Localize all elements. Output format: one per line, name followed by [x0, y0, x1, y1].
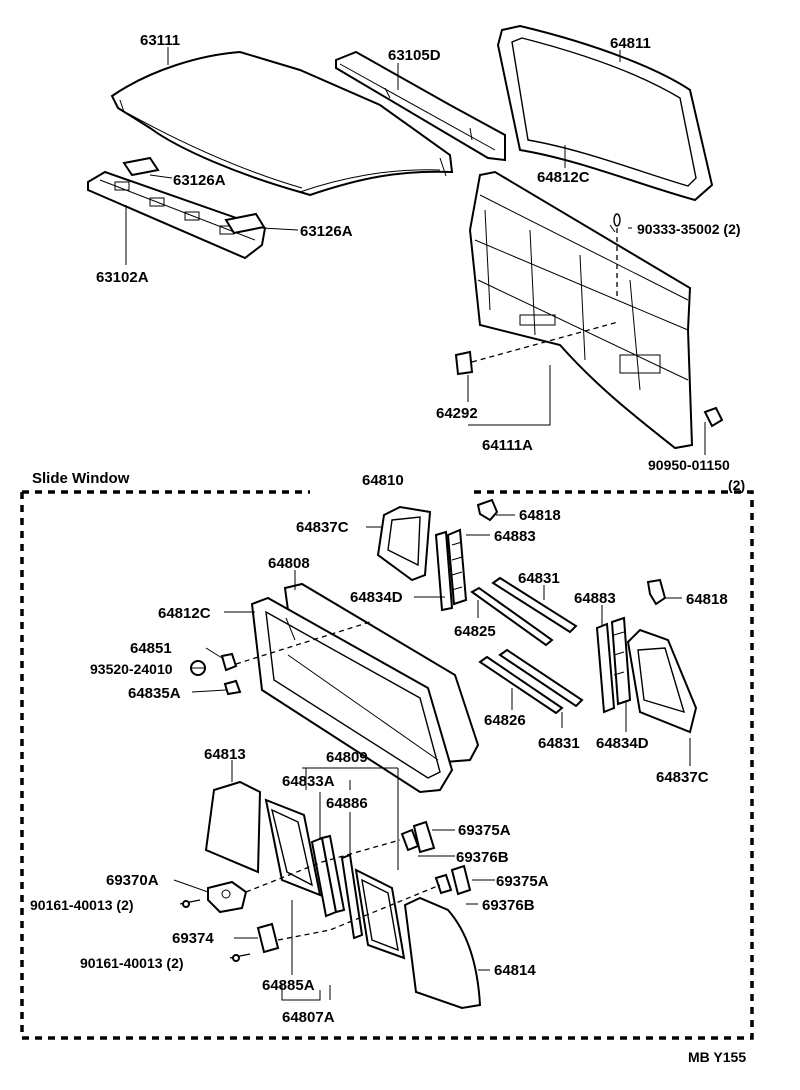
label-64831-upper: 64831 — [518, 570, 560, 587]
label-64851: 64851 — [130, 640, 172, 657]
locator-64851 — [235, 621, 371, 665]
window-frame-drawing — [250, 582, 480, 794]
latch-parts-left-drawing — [190, 652, 242, 696]
label-64883-top: 64883 — [494, 528, 536, 545]
label-69375a-upper: 69375A — [458, 822, 511, 839]
handle-pair-1-drawing — [400, 820, 436, 854]
glass-64813-drawing — [204, 780, 262, 874]
locator-latch — [245, 839, 401, 893]
label-64808: 64808 — [268, 555, 310, 572]
label-64818-top: 64818 — [519, 507, 561, 524]
label-63126a-lower: 63126A — [300, 223, 353, 240]
label-93520: 93520-24010 — [90, 661, 173, 677]
label-64833a: 64833A — [282, 773, 335, 790]
label-64811: 64811 — [610, 35, 651, 52]
small-pane-right-drawing — [626, 628, 698, 734]
label-63111: 63111 — [140, 32, 180, 49]
label-64814: 64814 — [494, 962, 536, 979]
label-69374: 69374 — [172, 930, 214, 947]
label-63126a-upper: 63126A — [173, 172, 226, 189]
label-90161-upper: 90161-40013 (2) — [30, 897, 134, 913]
label-64111a: 64111A — [482, 437, 533, 454]
roof-panel-drawing — [110, 50, 454, 197]
channel-strips-right-drawing — [595, 616, 632, 714]
channel-strips-top-drawing — [434, 528, 468, 612]
label-64818-right: 64818 — [686, 591, 728, 608]
section-title: Slide Window — [32, 470, 130, 487]
strip-64886-drawing — [340, 853, 364, 940]
label-64835a: 64835A — [128, 685, 181, 702]
label-64834d-top: 64834D — [350, 589, 403, 606]
leader-lines — [125, 47, 706, 1001]
label-64834d-right: 64834D — [596, 735, 649, 752]
label-69376b-lower: 69376B — [482, 897, 535, 914]
label-64809: 64809 — [326, 749, 368, 766]
footer-code: MB Y155 — [688, 1049, 746, 1065]
label-64292: 64292 — [436, 405, 478, 422]
handle-pair-2-drawing — [434, 864, 472, 896]
rails-upper-drawing — [470, 576, 578, 647]
label-64837c-top: 64837C — [296, 519, 349, 536]
pane-64885a-drawing — [264, 798, 322, 897]
small-pane-top-drawing — [376, 505, 432, 582]
label-69370a: 69370A — [106, 872, 159, 889]
sliding-pane-drawing — [354, 868, 406, 960]
label-64812c: 64812C — [158, 605, 211, 622]
label-63102a: 63102A — [96, 269, 149, 286]
label-63105d: 63105D — [388, 47, 441, 64]
label-64813: 64813 — [204, 746, 246, 763]
label-64885a: 64885A — [262, 977, 315, 994]
roof-header-drawing — [335, 50, 506, 162]
label-90950-qty: (2) — [728, 477, 745, 493]
bracket-69374-drawing — [229, 922, 280, 962]
label-64825: 64825 — [454, 623, 496, 640]
label-64826: 64826 — [484, 712, 526, 729]
label-64837c-right: 64837C — [656, 769, 709, 786]
label-69376b-upper: 69376B — [456, 849, 509, 866]
label-64807a: 64807A — [282, 1009, 335, 1026]
label-69375a-lower: 69375A — [496, 873, 549, 890]
clip-right-drawing — [646, 578, 667, 606]
roof-bow-drawing — [87, 156, 267, 260]
label-90333: 90333-35002 (2) — [637, 221, 741, 237]
locator-64292 — [471, 321, 619, 363]
sliding-pane-inner — [361, 878, 399, 952]
label-64812c-top: 64812C — [537, 169, 590, 186]
label-90950: 90950-01150 — [648, 457, 730, 473]
rails-lower-drawing — [478, 648, 584, 715]
slide-window-frame — [20, 490, 754, 1040]
label-64883-right: 64883 — [574, 590, 616, 607]
label-64810: 64810 — [362, 472, 404, 489]
label-90161-lower: 90161-40013 (2) — [80, 955, 184, 971]
label-64886: 64886 — [326, 795, 368, 812]
label-64831-lower: 64831 — [538, 735, 580, 752]
back-panel-drawing — [454, 170, 724, 450]
back-glass-drawing — [496, 24, 714, 202]
glass-64814-drawing — [403, 896, 482, 1010]
pane-64885a-inner — [270, 808, 314, 887]
latch-69370a-drawing — [179, 880, 248, 914]
clip-top-drawing — [476, 498, 499, 522]
channel-64833a-drawing — [310, 834, 346, 918]
